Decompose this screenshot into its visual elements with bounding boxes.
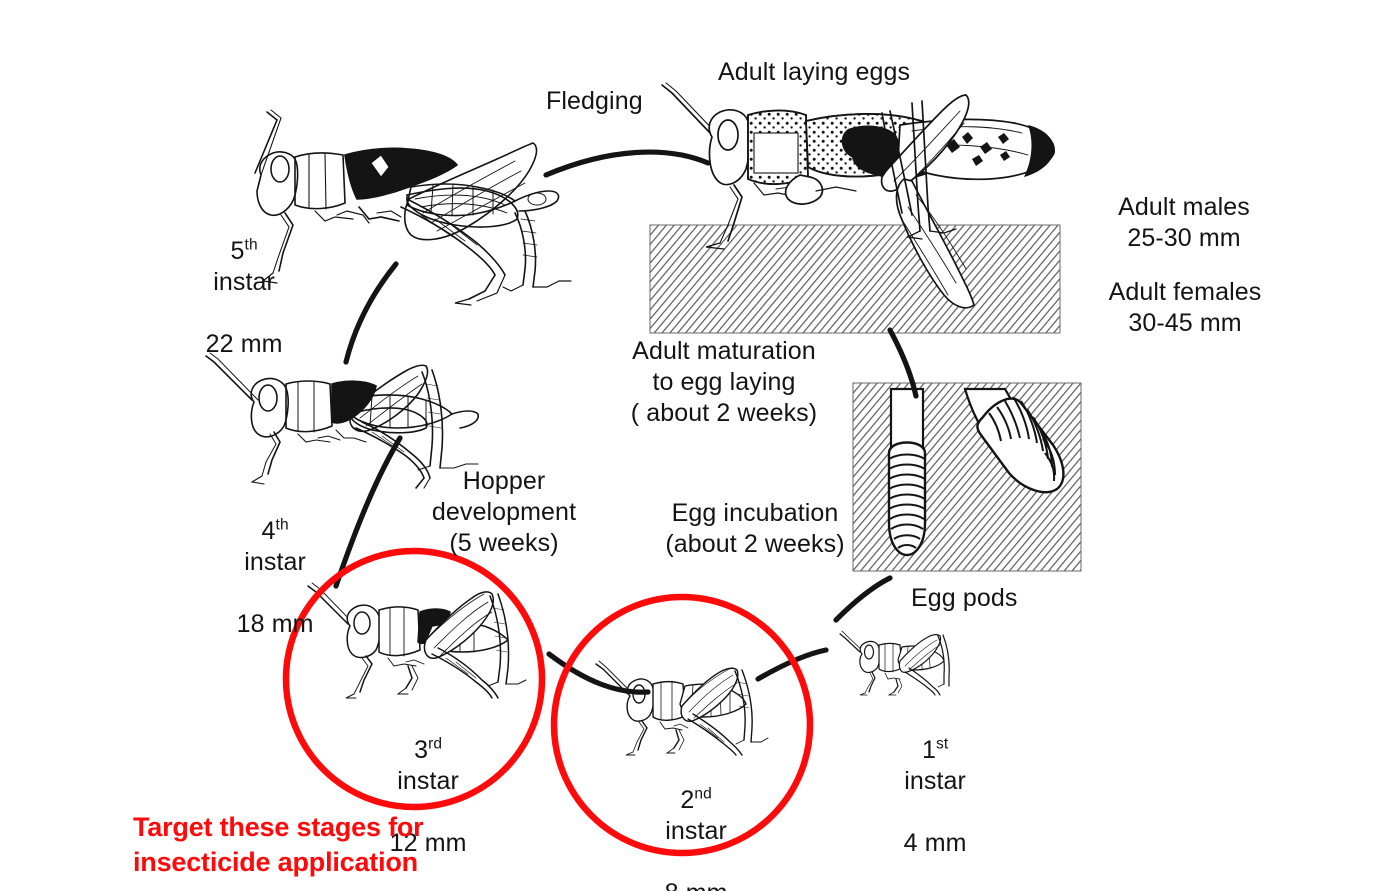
label-adult-males: Adult males 25-30 mm <box>1118 193 1250 252</box>
label-second-instar: 2nd instar 8 mm <box>604 754 760 891</box>
soil-block <box>650 225 1060 333</box>
fourth-instar-illustration <box>205 352 480 489</box>
second-instar-ordinal: 2 <box>680 786 695 814</box>
insecticide-callout: Target these stages for insecticide appl… <box>133 812 424 877</box>
label-egg-pods: Egg pods <box>911 584 1018 612</box>
label-fledging: Fledging <box>546 87 643 115</box>
label-adult-females: Adult females 30-45 mm <box>1108 278 1262 337</box>
first-instar-size: 4 mm <box>903 829 967 857</box>
third-instar-ordinal: 3 <box>414 736 429 764</box>
egg-pods-illustration <box>852 382 1082 572</box>
fifth-instar-suffix: th <box>244 236 258 254</box>
first-instar-word: instar <box>904 767 966 795</box>
fourth-instar-size: 18 mm <box>236 610 314 638</box>
first-instar-ordinal: 1 <box>921 736 936 764</box>
fifth-instar-ordinal: 5 <box>230 237 245 265</box>
label-adult-maturation: Adult maturation to egg laying ( about 2… <box>630 337 818 427</box>
second-instar-illustration <box>595 660 769 756</box>
fifth-instar-illustration <box>254 109 572 306</box>
fourth-instar-suffix: th <box>275 516 289 534</box>
third-instar-word: instar <box>397 767 459 795</box>
second-instar-suffix: nd <box>694 785 712 803</box>
label-hopper-development: Hopper development (5 weeks) <box>431 467 577 557</box>
adult-laying-eggs-illustration <box>649 82 1061 334</box>
second-instar-size: 8 mm <box>665 879 728 891</box>
fourth-instar-ordinal: 4 <box>261 517 276 545</box>
third-instar-suffix: rd <box>428 735 443 753</box>
second-instar-word: instar <box>665 817 727 845</box>
first-instar-suffix: st <box>935 735 949 753</box>
label-fifth-instar: 5th instar 22 mm <box>152 205 308 391</box>
third-instar-size: 12 mm <box>389 829 467 857</box>
label-first-instar: 1st instar 4 mm <box>846 704 996 890</box>
fourth-instar-word: instar <box>244 548 306 576</box>
label-third-instar: 3rd instar 12 mm <box>336 704 492 890</box>
arc-eggpods-to-first <box>833 575 893 623</box>
fifth-instar-size: 22 mm <box>205 330 283 358</box>
first-instar-illustration <box>839 630 950 696</box>
label-egg-incubation: Egg incubation (about 2 weeks) <box>665 499 845 558</box>
fifth-instar-word: instar <box>213 268 275 296</box>
label-fourth-instar: 4th instar 18 mm <box>183 485 339 671</box>
label-adult-laying-eggs: Adult laying eggs <box>718 58 911 86</box>
